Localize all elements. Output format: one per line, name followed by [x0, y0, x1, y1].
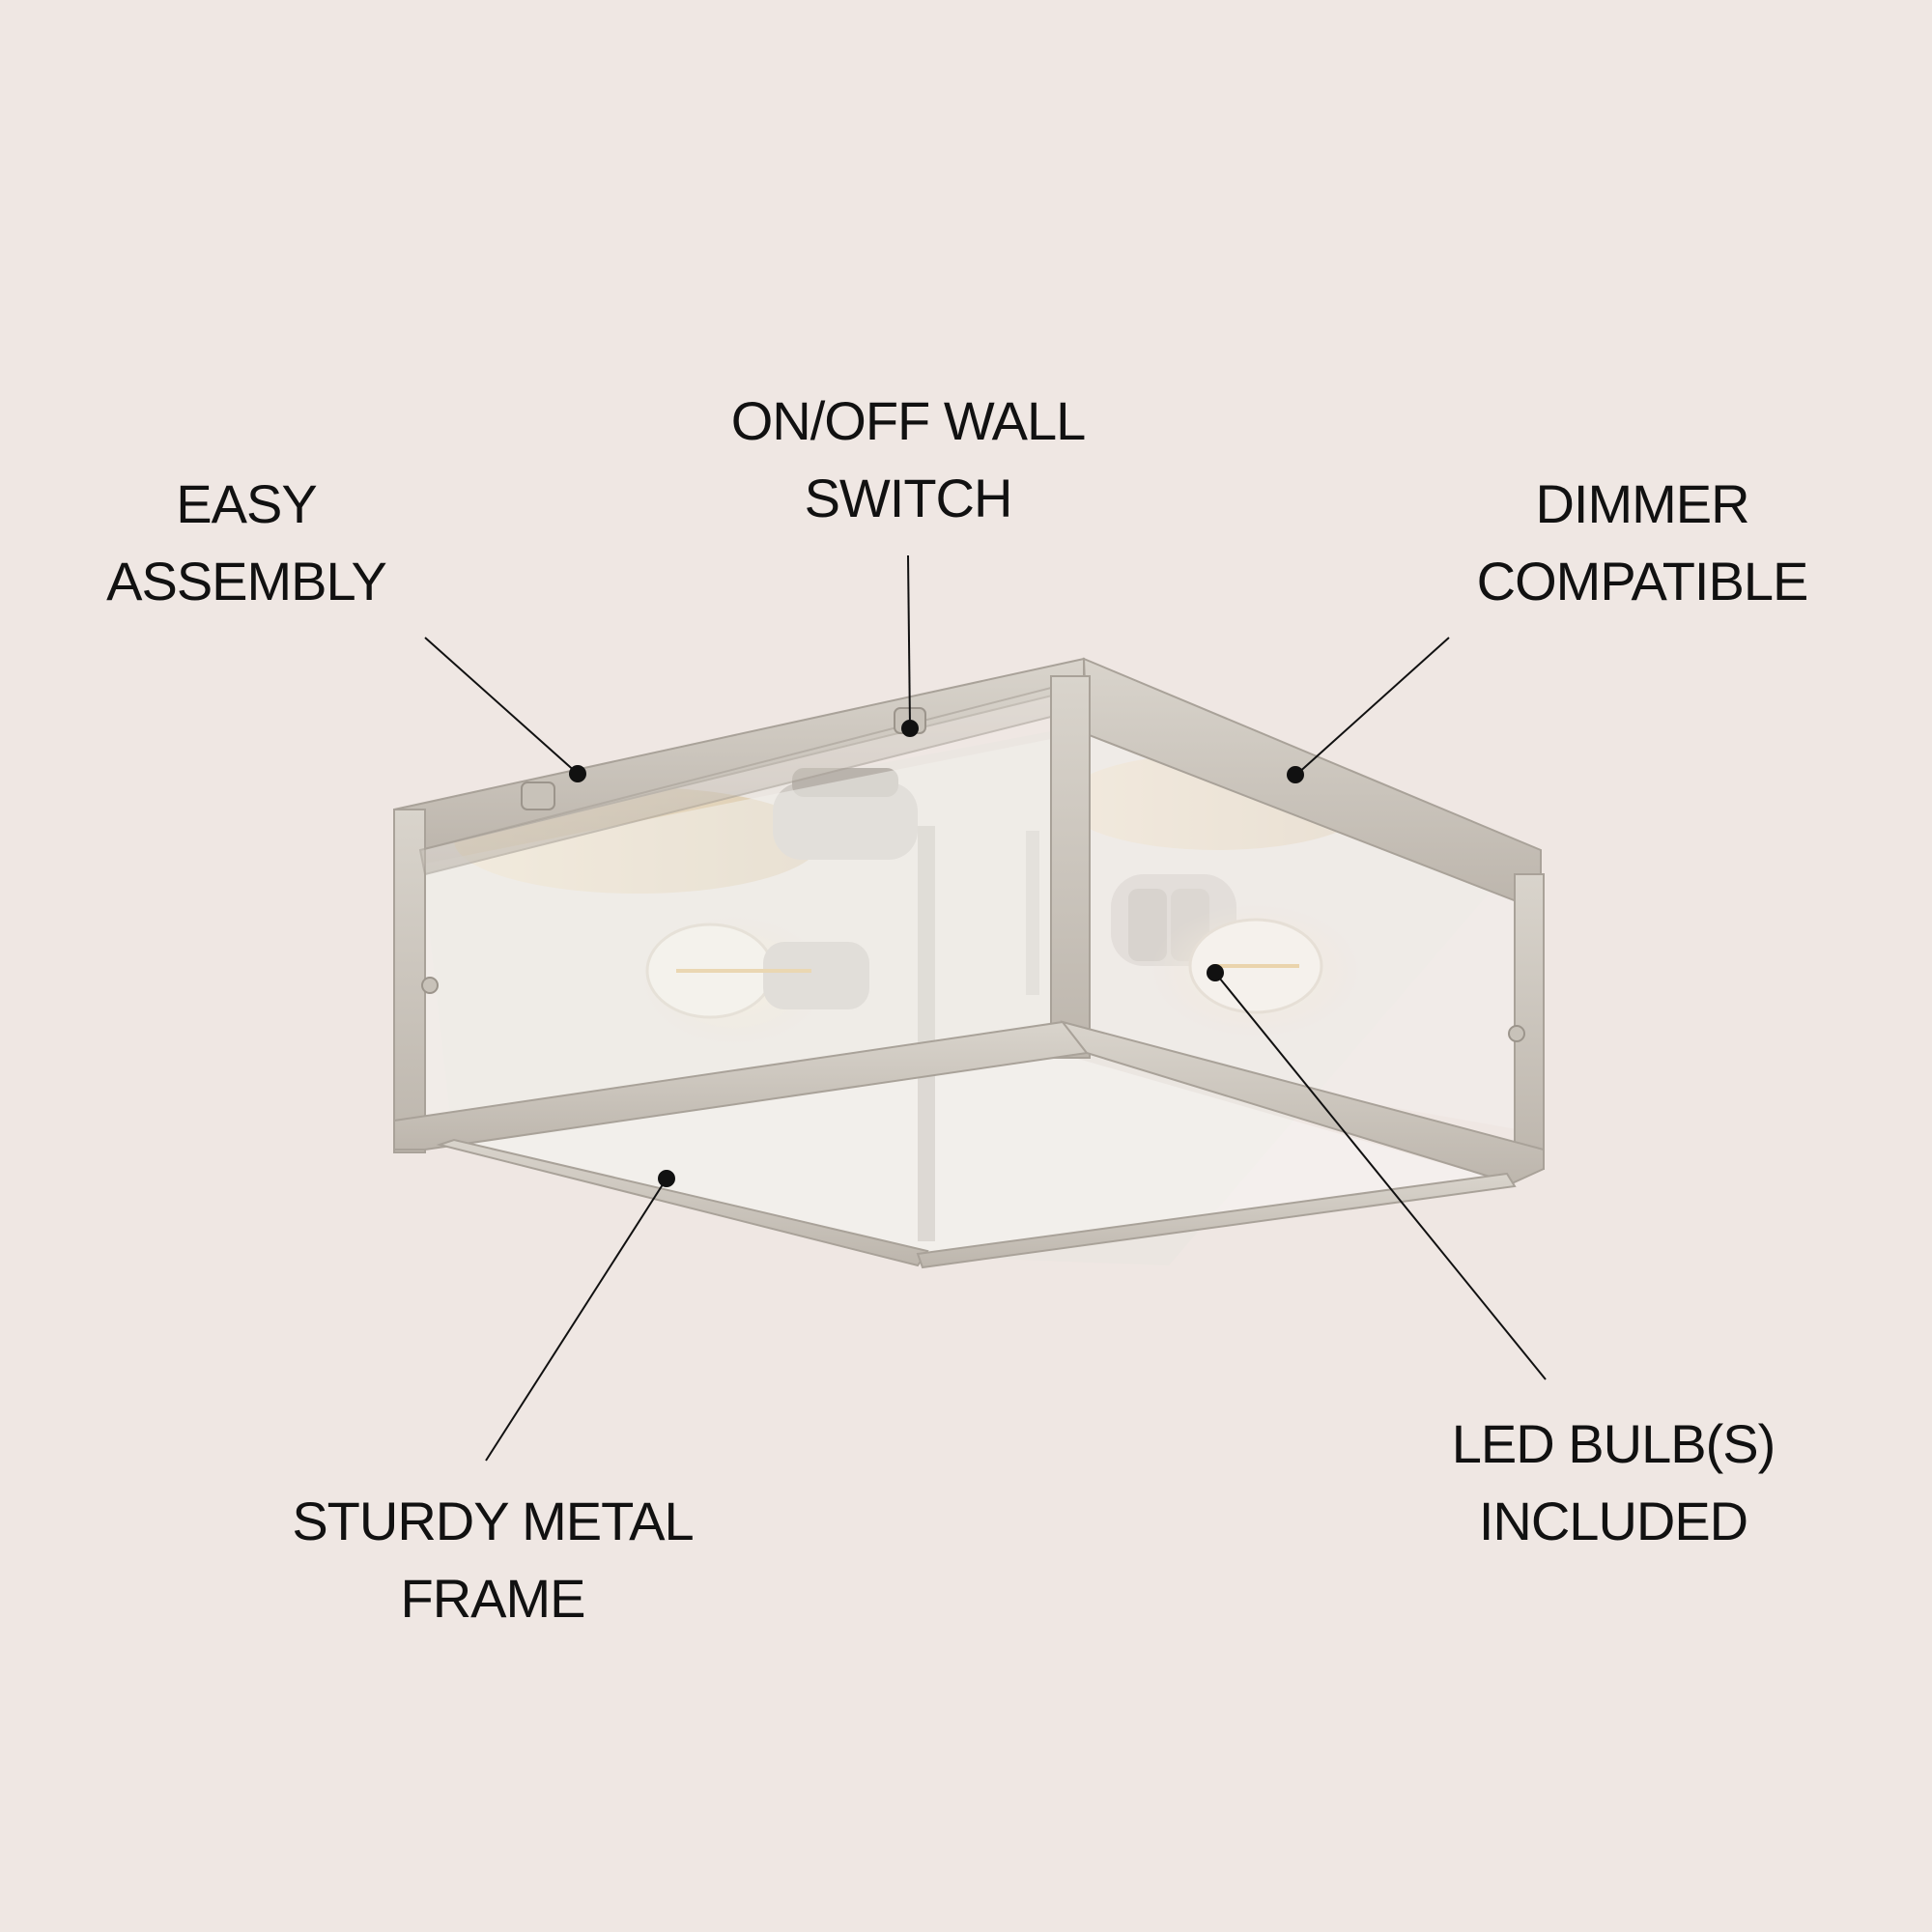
leader-led-bulbs [1214, 972, 1547, 1380]
leader-metal-frame [485, 1178, 668, 1462]
callout-wall-switch: ON/OFF WALL SWITCH [696, 383, 1121, 537]
callout-easy-assembly-line1: EASY [176, 473, 317, 534]
callout-wall-switch-line2: SWITCH [804, 468, 1013, 528]
callout-metal-frame-line2: FRAME [400, 1568, 586, 1629]
callout-wall-switch-line1: ON/OFF WALL [730, 390, 1087, 451]
callout-easy-assembly-line2: ASSEMBLY [106, 551, 387, 611]
leader-wall-switch [907, 554, 911, 727]
callout-leader-lines [424, 554, 1547, 1462]
callout-dimmer: DIMMER COMPATIBLE [1439, 466, 1845, 620]
leader-easy-assembly [424, 637, 579, 775]
callout-led-bulbs: LED BULB(S) INCLUDED [1420, 1406, 1806, 1560]
callout-metal-frame-line1: STURDY METAL [292, 1491, 694, 1551]
callout-led-bulbs-line2: INCLUDED [1478, 1491, 1748, 1551]
callout-dimmer-line1: DIMMER [1535, 473, 1749, 534]
leader-dimmer [1295, 637, 1450, 776]
callout-led-bulbs-line1: LED BULB(S) [1451, 1413, 1776, 1474]
callout-metal-frame: STURDY METAL FRAME [261, 1483, 724, 1637]
metal-frame [393, 657, 1545, 1269]
callout-easy-assembly: EASY ASSEMBLY [77, 466, 415, 620]
callout-dimmer-line2: COMPATIBLE [1476, 551, 1809, 611]
